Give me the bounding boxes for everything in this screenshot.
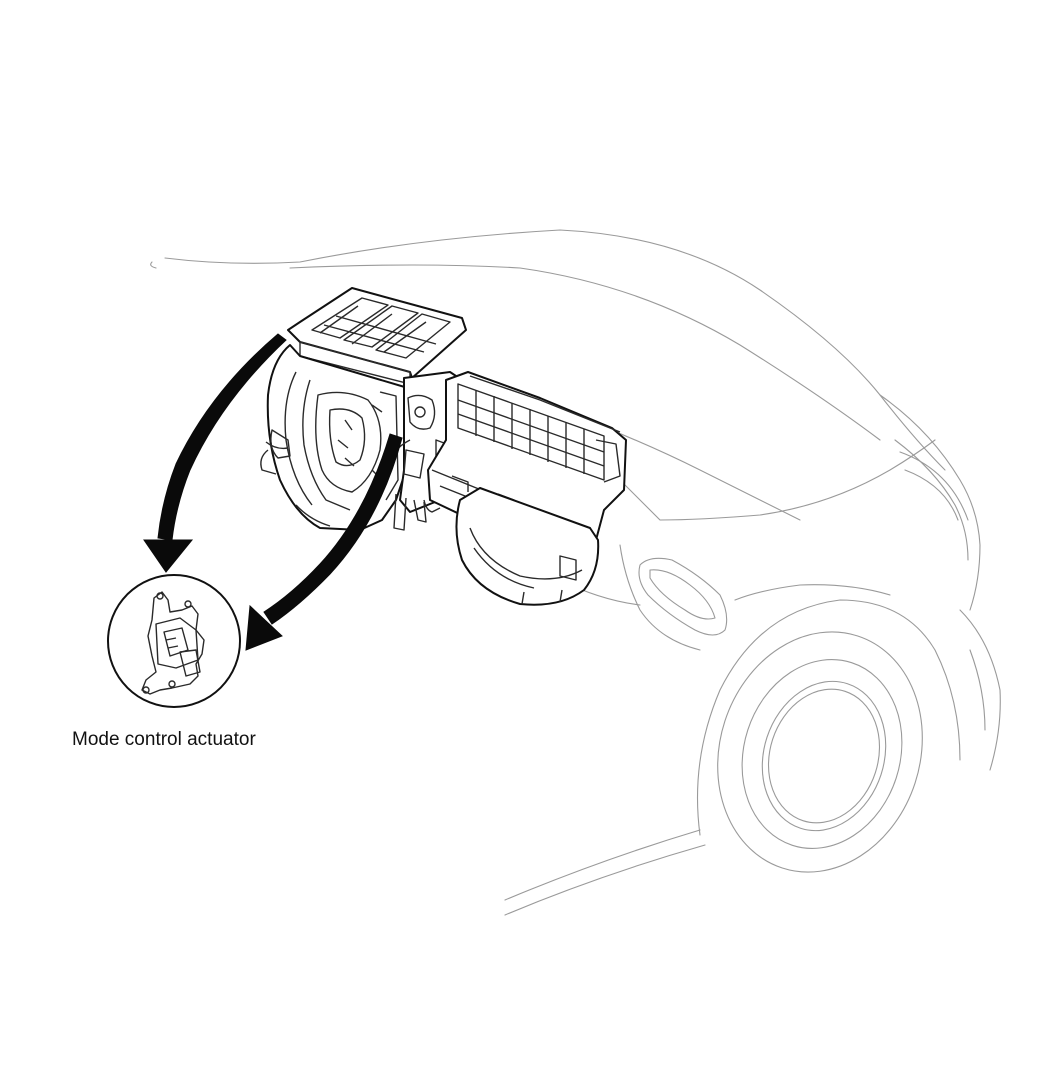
callout-label: Mode control actuator	[72, 729, 256, 750]
actuator-detail-icon	[107, 574, 241, 708]
car-body-outline-icon	[150, 229, 1001, 916]
heater-blower-unit-icon	[260, 287, 627, 606]
pointer-arrow-icon	[143, 333, 403, 651]
